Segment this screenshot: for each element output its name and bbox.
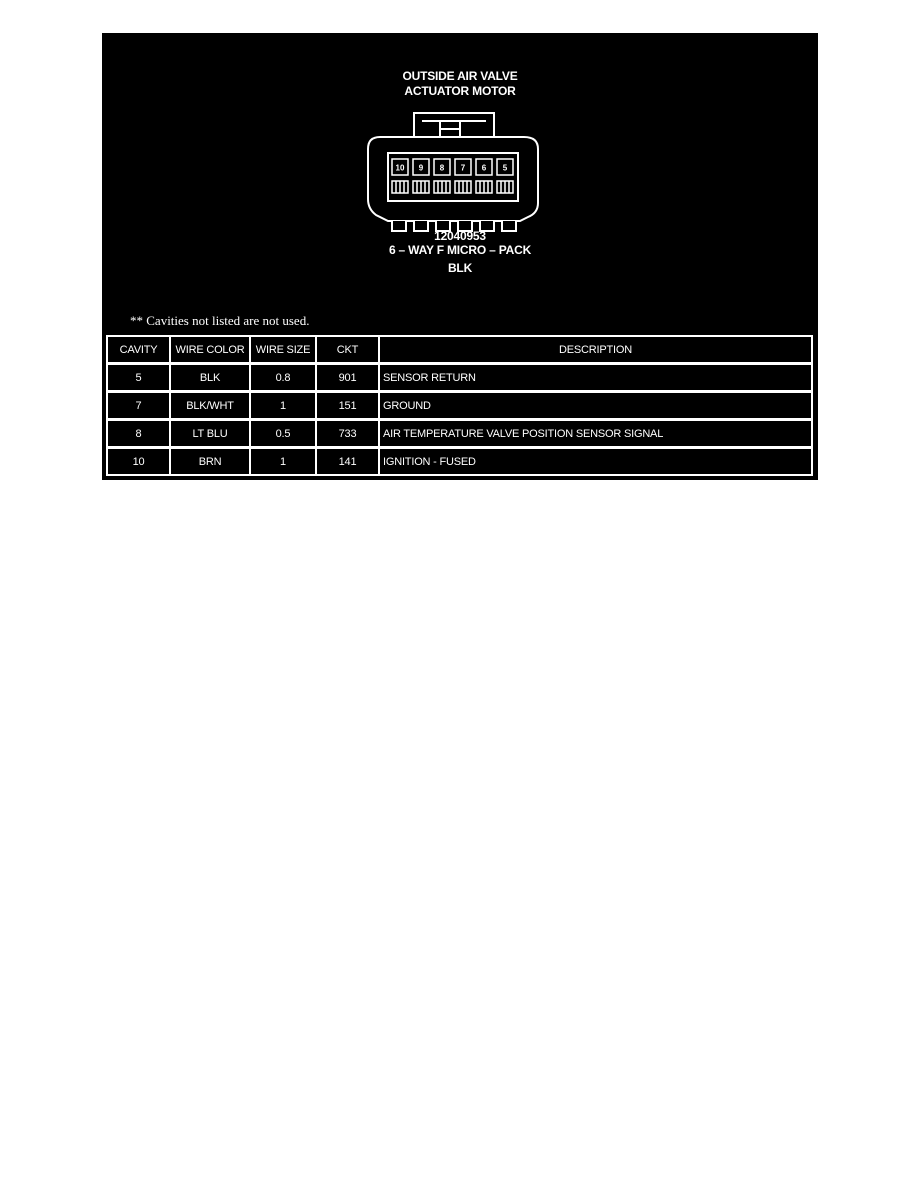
table-row: 5 BLK 0.8 901 SENSOR RETURN [106, 362, 813, 393]
cavity-label-box: 8 [433, 158, 451, 176]
connector-type: 6 – WAY F MICRO – PACK [388, 243, 532, 257]
cell-ckt: 733 [315, 418, 380, 449]
connector-bottom-teeth [391, 221, 517, 232]
cell-description: AIR TEMPERATURE VALVE POSITION SENSOR SI… [378, 418, 813, 449]
header-ckt: CKT [315, 335, 380, 365]
connector-diagram-panel: OUTSIDE AIR VALVE ACTUATOR MOTOR 10 9 [102, 33, 818, 480]
cavity-label-box: 6 [475, 158, 493, 176]
cell-wire-size: 0.5 [249, 418, 317, 449]
cell-description: GROUND [378, 390, 813, 421]
cell-cavity: 10 [106, 446, 171, 476]
connector-color: BLK [447, 261, 473, 275]
connector-title: OUTSIDE AIR VALVE ACTUATOR MOTOR [102, 69, 818, 99]
cavity-label-box: 7 [454, 158, 472, 176]
cell-wire-size: 0.8 [249, 362, 317, 393]
cavity-label: 5 [503, 164, 508, 173]
cell-wire-color: BLK [169, 362, 251, 393]
header-description: DESCRIPTION [378, 335, 813, 365]
cavity-label: 9 [419, 164, 424, 173]
cell-wire-size: 1 [249, 446, 317, 476]
table-row: 10 BRN 1 141 IGNITION - FUSED [106, 446, 813, 476]
cavity-label: 10 [396, 164, 405, 173]
cell-ckt: 151 [315, 390, 380, 421]
cavity-label-box: 5 [496, 158, 514, 176]
connector-part-info: 12040953 6 – WAY F MICRO – PACK BLK [102, 229, 818, 275]
table-row: 7 BLK/WHT 1 151 GROUND [106, 390, 813, 421]
cell-ckt: 901 [315, 362, 380, 393]
cavity-label: 6 [482, 164, 487, 173]
cell-ckt: 141 [315, 446, 380, 476]
cavity-label-box: 10 [391, 158, 409, 176]
connector-title-line-2: ACTUATOR MOTOR [404, 84, 516, 98]
part-number: 12040953 [434, 229, 486, 243]
table-row: 8 LT BLU 0.5 733 AIR TEMPERATURE VALVE P… [106, 418, 813, 449]
cavity-label: 8 [440, 164, 445, 173]
header-cavity: CAVITY [106, 335, 171, 365]
cell-description: IGNITION - FUSED [378, 446, 813, 476]
connector-housing [367, 136, 539, 222]
pinout-table: CAVITY WIRE COLOR WIRE SIZE CKT DESCRIPT… [106, 335, 813, 476]
cell-cavity: 7 [106, 390, 171, 421]
terminal-slots [391, 180, 514, 194]
connector-title-line-1: OUTSIDE AIR VALVE [402, 69, 518, 83]
cell-wire-color: LT BLU [169, 418, 251, 449]
cell-description: SENSOR RETURN [378, 362, 813, 393]
cavity-label-box: 9 [412, 158, 430, 176]
cell-wire-color: BRN [169, 446, 251, 476]
cell-wire-color: BLK/WHT [169, 390, 251, 421]
header-wire-size: WIRE SIZE [249, 335, 317, 365]
cell-cavity: 8 [106, 418, 171, 449]
unused-cavities-note: ** Cavities not listed are not used. [130, 313, 310, 328]
connector-latch [413, 112, 495, 138]
cavity-label: 7 [461, 164, 466, 173]
table-header-row: CAVITY WIRE COLOR WIRE SIZE CKT DESCRIPT… [106, 335, 813, 365]
header-wire-color: WIRE COLOR [169, 335, 251, 365]
cell-cavity: 5 [106, 362, 171, 393]
cell-wire-size: 1 [249, 390, 317, 421]
connector-face-drawing: 10 9 8 7 6 5 [367, 112, 539, 232]
